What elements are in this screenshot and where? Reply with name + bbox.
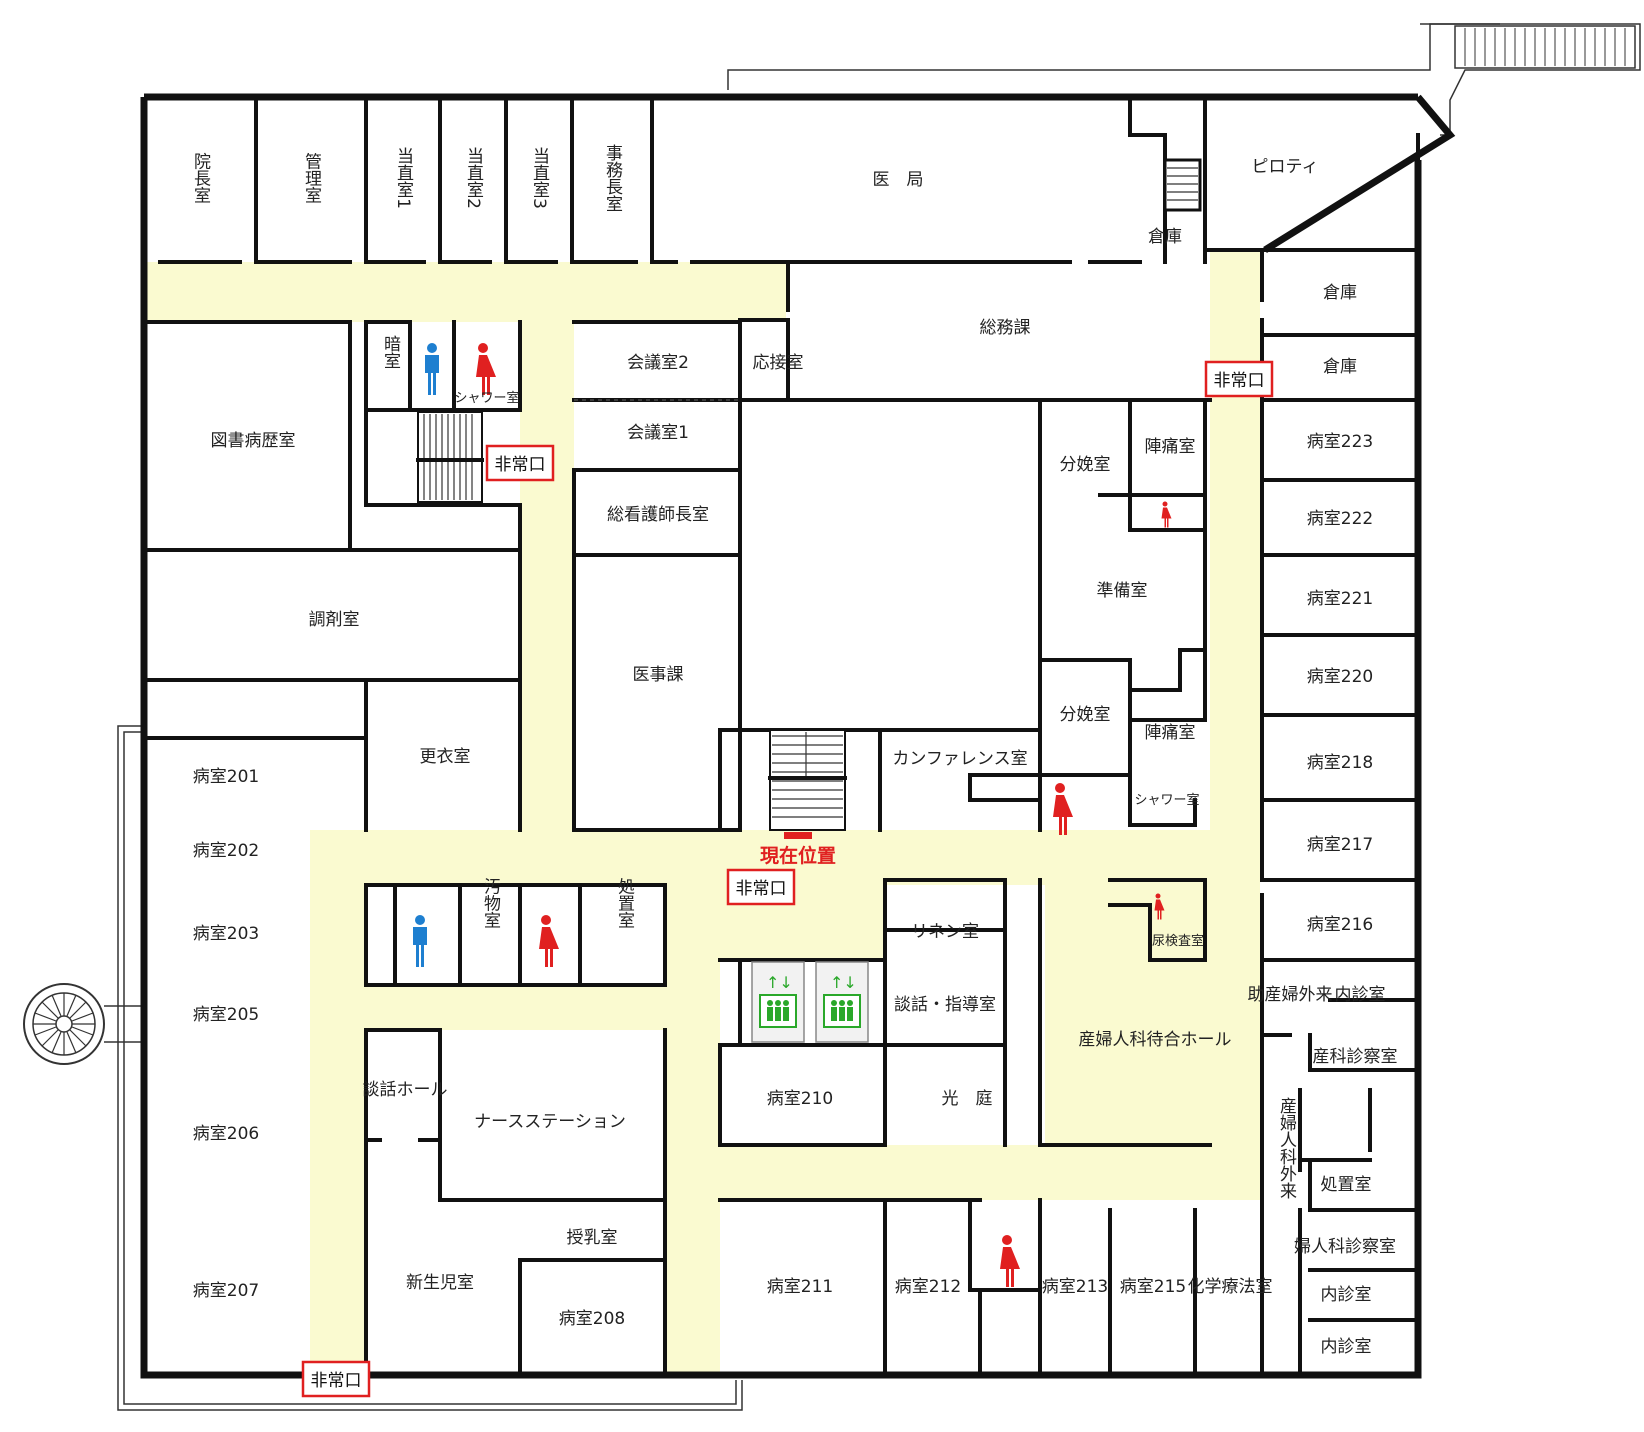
exit-right: 非常口 bbox=[1214, 371, 1265, 391]
room-ob-exam: 産科診察室 bbox=[1313, 1047, 1398, 1067]
room-meeting2: 会議室2 bbox=[627, 353, 689, 373]
room-linen: リネン室 bbox=[911, 922, 979, 942]
current-location-marker: 現在位置 bbox=[760, 832, 836, 867]
room-head-nurse: 総看護師長室 bbox=[607, 505, 709, 525]
room-shower-top: シャワー室 bbox=[454, 390, 519, 406]
room-reception: 応接室 bbox=[753, 353, 804, 373]
room-labels: 院長室 管理室 当直室1 当直室2 当直室3 事務長室 医 局 ピロティ 倉庫 … bbox=[190, 144, 1398, 1357]
room-office-chief: 事務長室 bbox=[602, 144, 623, 212]
room-lounge: 談話ホール bbox=[363, 1080, 448, 1100]
room-213: 病室213 bbox=[1042, 1277, 1108, 1297]
female-toilet-icon bbox=[539, 915, 559, 967]
room-storage-r2: 倉庫 bbox=[1323, 357, 1357, 377]
room-urine: 尿検査室 bbox=[1152, 933, 1204, 949]
room-conference: カンファレンス室 bbox=[892, 749, 1027, 769]
room-general-affairs: 総務課 bbox=[980, 318, 1031, 338]
room-208: 病室208 bbox=[559, 1309, 625, 1329]
room-library: 図書病歴室 bbox=[211, 431, 296, 451]
room-treatment-right: 処置室 bbox=[1321, 1175, 1372, 1195]
interior-walls: ↑↓ ↑↓ bbox=[142, 95, 1420, 1377]
room-darkroom: 暗室 bbox=[380, 335, 400, 369]
exit-upper-left: 非常口 bbox=[495, 455, 546, 475]
room-duty3: 当直室3 bbox=[529, 147, 550, 209]
room-exam-in3: 内診室 bbox=[1321, 1337, 1372, 1357]
room-215: 病室215 bbox=[1120, 1277, 1186, 1297]
room-treatment-left: 処置室 bbox=[614, 877, 635, 928]
emergency-exits: 非常口 非常口 非常口 非常口 bbox=[301, 360, 1274, 1398]
room-217: 病室217 bbox=[1307, 835, 1373, 855]
room-locker: 更衣室 bbox=[420, 747, 471, 767]
room-220: 病室220 bbox=[1307, 667, 1373, 687]
current-location-label: 現在位置 bbox=[760, 844, 836, 867]
room-meeting1: 会議室1 bbox=[627, 423, 689, 443]
male-toilet-icon bbox=[425, 343, 439, 395]
room-obgyn-outpatient: 産婦人科外来 bbox=[1276, 1097, 1297, 1199]
room-admin: 管理室 bbox=[301, 152, 322, 203]
room-delivery2: 分娩室 bbox=[1060, 705, 1111, 725]
room-storage-r1: 倉庫 bbox=[1323, 283, 1357, 303]
exit-bottom: 非常口 bbox=[311, 1371, 362, 1391]
room-221: 病室221 bbox=[1307, 589, 1373, 609]
room-storage-top: 倉庫 bbox=[1148, 227, 1182, 247]
room-nurse-station: ナースステーション bbox=[474, 1112, 626, 1132]
room-consult-guidance: 談話・指導室 bbox=[894, 995, 996, 1015]
corridors bbox=[146, 250, 1260, 1375]
room-medical-office: 医 局 bbox=[873, 170, 924, 190]
room-courtyard: 光 庭 bbox=[942, 1089, 993, 1109]
room-207: 病室207 bbox=[193, 1281, 259, 1301]
room-medical-affairs: 医事課 bbox=[633, 665, 684, 685]
room-pharmacy: 調剤室 bbox=[309, 610, 360, 630]
room-exam-in1: 内診室 bbox=[1335, 985, 1386, 1005]
room-pilotis: ピロティ bbox=[1252, 157, 1319, 177]
spiral-stairs-icon bbox=[23, 983, 144, 1065]
room-222: 病室222 bbox=[1307, 509, 1373, 529]
elevator-icon: ↑↓ ↑↓ bbox=[751, 961, 869, 1043]
room-gyn-exam: 婦人科診察室 bbox=[1294, 1237, 1396, 1257]
room-203: 病室203 bbox=[193, 924, 259, 944]
room-prep: 準備室 bbox=[1097, 581, 1148, 601]
room-dirty: 汚物室 bbox=[480, 877, 501, 928]
male-toilet-icon bbox=[413, 915, 427, 967]
room-218: 病室218 bbox=[1307, 753, 1373, 773]
svg-text:↑↓: ↑↓ bbox=[830, 973, 857, 992]
room-midwife: 助産婦外来 bbox=[1248, 985, 1333, 1005]
room-duty2: 当直室2 bbox=[463, 147, 484, 209]
room-210: 病室210 bbox=[767, 1089, 833, 1109]
room-duty1: 当直室1 bbox=[393, 147, 414, 209]
female-toilet-icon bbox=[1053, 783, 1073, 835]
room-223: 病室223 bbox=[1307, 432, 1373, 452]
outer-walls bbox=[140, 93, 1456, 1379]
room-nursing: 授乳室 bbox=[567, 1228, 618, 1248]
outer-outline bbox=[117, 23, 1641, 1411]
room-212: 病室212 bbox=[895, 1277, 961, 1297]
room-ob-hall: 産婦人科待合ホール bbox=[1079, 1030, 1232, 1050]
room-director: 院長室 bbox=[190, 152, 211, 203]
room-delivery1: 分娩室 bbox=[1060, 455, 1111, 475]
svg-text:↑↓: ↑↓ bbox=[766, 973, 793, 992]
exit-center: 非常口 bbox=[736, 879, 787, 899]
room-216: 病室216 bbox=[1307, 915, 1373, 935]
female-toilet-icon bbox=[1161, 501, 1172, 528]
room-202: 病室202 bbox=[193, 841, 259, 861]
room-shower-right: シャワー室 bbox=[1134, 792, 1199, 808]
room-211: 病室211 bbox=[767, 1277, 833, 1297]
room-newborn: 新生児室 bbox=[406, 1273, 474, 1293]
female-toilet-icon bbox=[1000, 1235, 1020, 1287]
room-labor2: 陣痛室 bbox=[1145, 723, 1196, 743]
room-201: 病室201 bbox=[193, 767, 259, 787]
room-labor1: 陣痛室 bbox=[1145, 437, 1196, 457]
room-chemo: 化学療法室 bbox=[1188, 1277, 1273, 1297]
room-205: 病室205 bbox=[193, 1005, 259, 1025]
room-exam-in2: 内診室 bbox=[1321, 1285, 1372, 1305]
female-toilet-icon bbox=[476, 343, 496, 395]
room-206: 病室206 bbox=[193, 1124, 259, 1144]
